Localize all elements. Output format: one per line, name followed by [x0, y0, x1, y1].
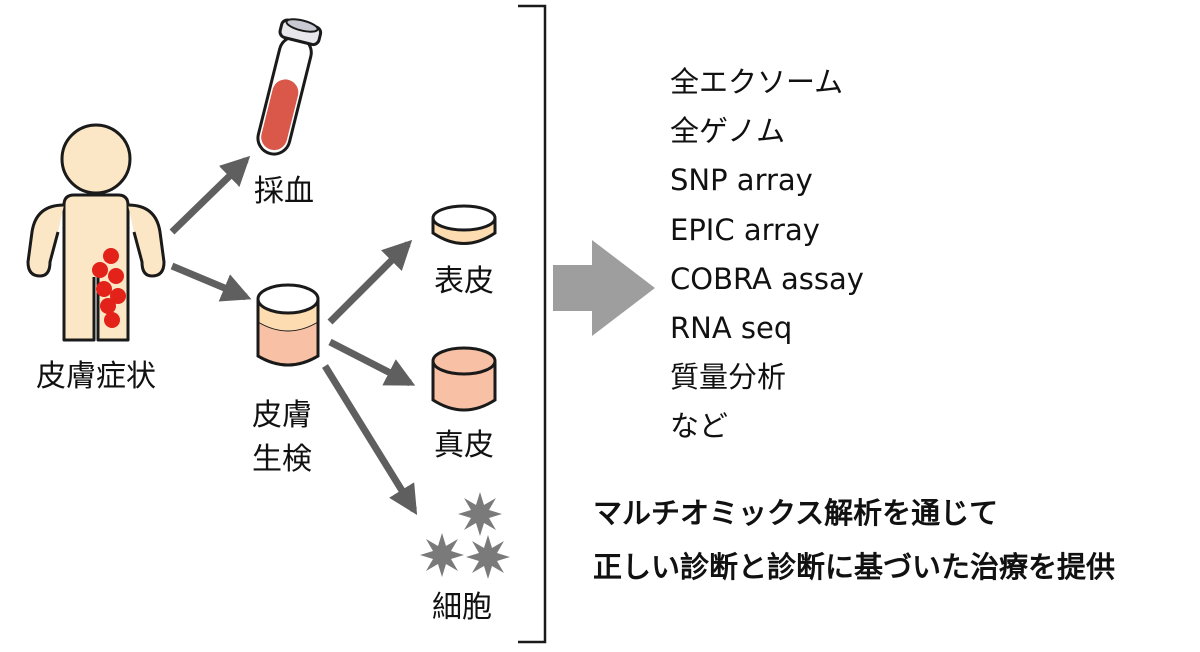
arrow-to-cells: [322, 364, 418, 516]
omics-method-item: EPIC array: [670, 212, 820, 247]
cells-icon: [420, 492, 510, 579]
blood-draw-label: 採血: [254, 174, 314, 209]
summary-line2: 正しい診断と診断に基づいた治療を提供: [593, 550, 1116, 584]
omics-method-item: COBRA assay: [670, 261, 864, 296]
person-icon: [26, 123, 166, 342]
dermis-layer-icon: [431, 346, 497, 412]
arrow-to-blood-draw: [169, 155, 251, 235]
biopsy-label-line1: 皮膚: [252, 398, 312, 433]
patient-label: 皮膚症状: [36, 359, 156, 394]
big-arrow: [553, 240, 655, 336]
omics-method-item: 全エクソーム: [670, 65, 844, 99]
omics-method-item: RNA seq: [670, 311, 793, 346]
cells-label: 細胞: [432, 590, 492, 625]
grouping-bracket: [518, 4, 547, 644]
epidermis-label: 表皮: [434, 264, 494, 299]
arrow-to-epidermis: [327, 239, 413, 325]
biopsy-label-line2: 生検: [252, 442, 312, 477]
epidermis-layer-icon: [431, 204, 497, 245]
rash-spots: [92, 248, 126, 328]
omics-methods-list: 全エクソーム 全ゲノム SNP array EPIC array COBRA a…: [670, 58, 864, 452]
arrow-to-biopsy: [170, 262, 252, 302]
omics-method-item: 質量分析: [670, 360, 787, 395]
test-tube-icon: [256, 18, 323, 156]
omics-method-item: 全ゲノム: [670, 114, 786, 149]
omics-method-item: など: [670, 409, 729, 444]
omics-method-item: SNP array: [670, 163, 813, 198]
arrow-to-dermis: [328, 338, 416, 387]
biopsy-label: 皮膚 生検: [252, 394, 312, 482]
biopsy-sample-icon: [256, 283, 320, 367]
summary-text: マルチオミックス解析を通じて 正しい診断と診断に基づいた治療を提供: [593, 486, 1115, 594]
summary-line1: マルチオミックス解析を通じて: [593, 496, 999, 530]
dermis-label: 真皮: [434, 428, 494, 463]
